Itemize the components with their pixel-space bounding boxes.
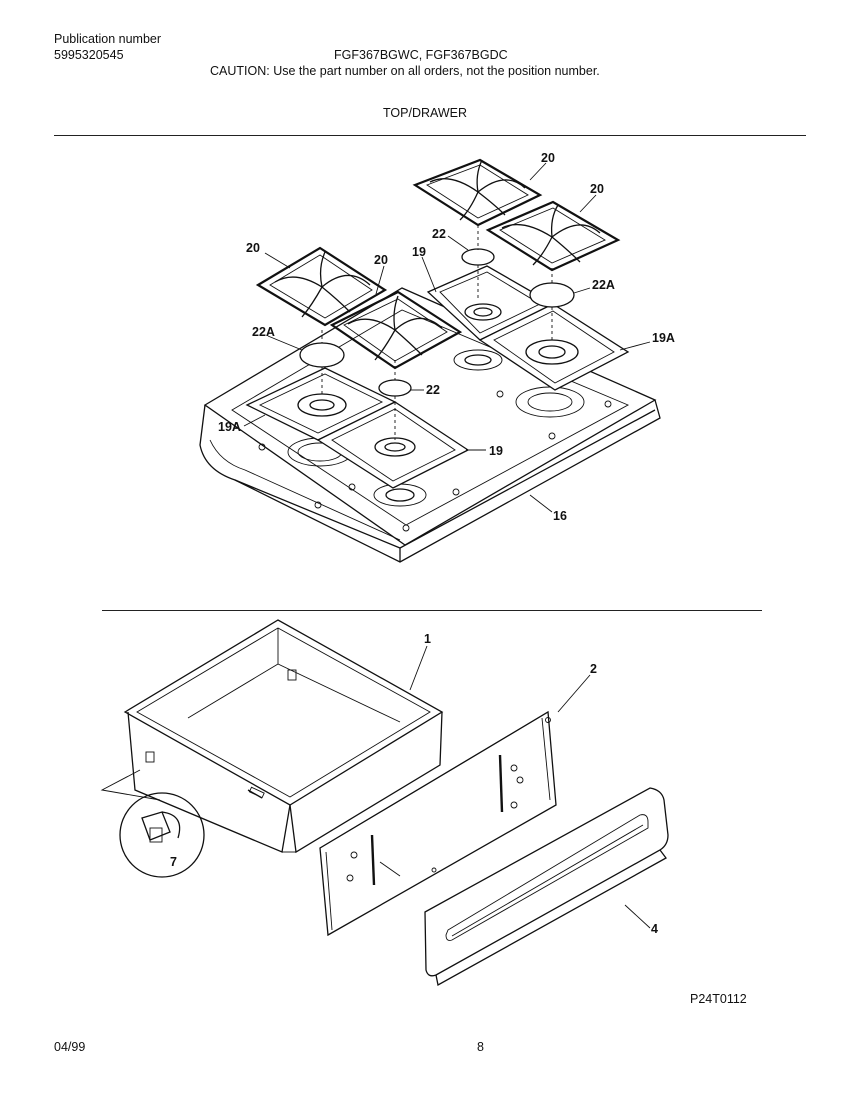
burner-cap-large-front	[299, 342, 345, 368]
page-number: 8	[477, 1040, 484, 1054]
callout-drip-pan-rear-center: 19	[412, 245, 426, 259]
header-divider	[54, 135, 806, 136]
grate-front-left	[255, 246, 388, 327]
drawer-glide-detail	[119, 792, 205, 878]
diagram-code: P24T0112	[690, 992, 747, 1006]
callout-numbers: 20 20 20 20 22 22A 22A 22 19 19A 19A 19 …	[170, 151, 675, 936]
callout-grate-top-right: 20	[590, 182, 604, 196]
burner-cap-small-rear	[461, 248, 495, 266]
callout-drawer-glide: 7	[170, 855, 177, 869]
drawer-body	[100, 619, 444, 854]
callout-burner-cap-small-rear: 22	[432, 227, 446, 241]
top-leader-lines	[243, 162, 651, 513]
cooktop-inner-rim	[231, 309, 630, 526]
callout-grate-left: 20	[246, 241, 260, 255]
callout-drawer-front: 4	[651, 922, 658, 936]
callout-drawer-panel: 2	[590, 662, 597, 676]
section-title: TOP/DRAWER	[383, 106, 468, 120]
grate-rear-left	[412, 158, 543, 227]
callout-burner-cap-large-rear: 22A	[592, 278, 615, 292]
drawer-panel	[319, 710, 557, 937]
cooktop-front-face	[199, 399, 661, 563]
drip-pan-rear-right	[478, 303, 630, 391]
publication-number: 5995320545	[54, 48, 124, 62]
publication-label: Publication number	[54, 32, 162, 46]
model-numbers: FGF367BGWC, FGF367BGDC	[334, 48, 508, 62]
callout-drip-pan-rear-right: 19A	[652, 331, 675, 345]
revision-date: 04/99	[54, 1040, 86, 1054]
grate-front-center	[329, 290, 463, 370]
burner-cap-small-front	[378, 379, 412, 397]
drip-pans	[245, 265, 630, 489]
callout-drip-pan-front-left: 19A	[218, 420, 241, 434]
callout-cooktop: 16	[553, 509, 567, 523]
callout-grate-center: 20	[374, 253, 388, 267]
callout-drawer-body: 1	[424, 632, 431, 646]
callout-grate-top-left: 20	[541, 151, 555, 165]
burner-cap-large-rear	[529, 282, 575, 308]
section-divider	[102, 610, 762, 611]
callout-burner-cap-large-front: 22A	[252, 325, 275, 339]
drawer-front	[424, 787, 669, 987]
caution-note: CAUTION: Use the part number on all orde…	[210, 64, 600, 78]
callout-drip-pan-front-right: 19	[489, 444, 503, 458]
burner-caps	[299, 225, 575, 440]
callout-burner-cap-small-front: 22	[426, 383, 440, 397]
bottom-leader-lines	[409, 645, 651, 929]
grates	[255, 158, 621, 370]
grate-rear-right	[485, 200, 621, 272]
